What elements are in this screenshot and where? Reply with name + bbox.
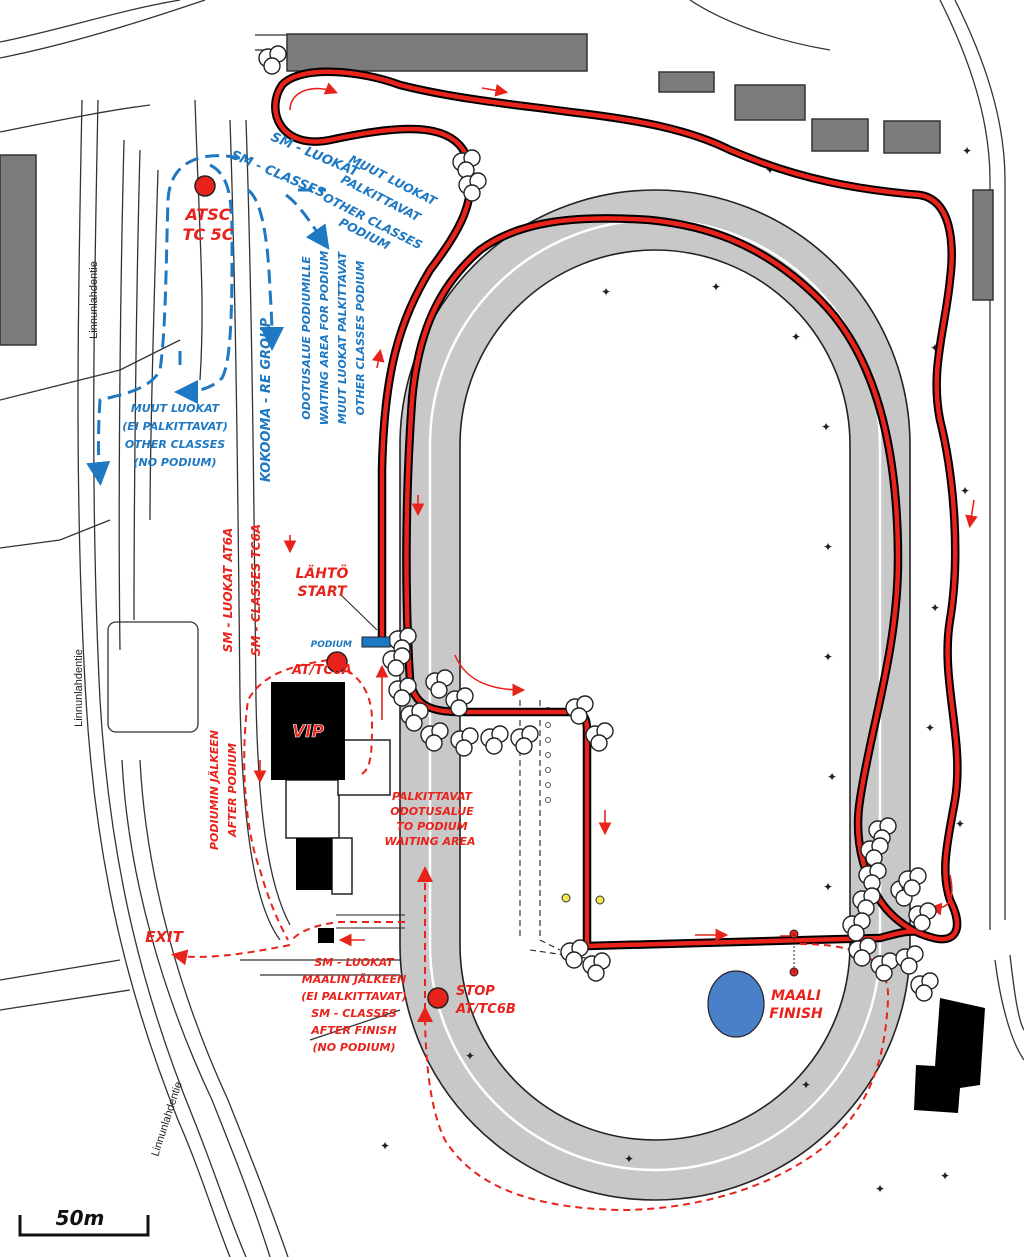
dark-buildings: [296, 838, 985, 1113]
service-buildings: [285, 739, 391, 895]
at6a-point: [326, 651, 348, 673]
sm-at6a-label: SM - LUOKAT AT6A: [221, 528, 235, 653]
sm-after-1: SM - LUOKAT: [314, 956, 395, 969]
svg-text:✦: ✦: [930, 601, 940, 615]
after-podium-1: PODIUMIN JÄLKEEN: [207, 730, 221, 850]
at6a-label: AT/TC6A: [291, 663, 352, 678]
podium-wait-2: ODOTUSALUE: [390, 805, 474, 818]
atsc-label-1: ATSC: [183, 205, 230, 224]
scale-bar: 50m: [18, 1206, 150, 1237]
oval-track: [399, 189, 911, 1201]
atsc-label-2: TC 5C: [182, 225, 233, 244]
start-label-1: LÄHTÖ: [296, 564, 349, 582]
scale-label: 50m: [56, 1206, 105, 1230]
sm-after-5: AFTER FINISH: [310, 1024, 396, 1037]
svg-text:✦: ✦: [765, 163, 775, 177]
street-label-2: Linnunlahdentie: [73, 649, 85, 727]
svg-text:✦: ✦: [930, 341, 940, 355]
street-label-1: Linnunlahdentie: [88, 261, 100, 339]
svg-text:✦: ✦: [827, 770, 837, 784]
finish-label-1: MAALI: [771, 988, 821, 1004]
red-labels: ATSC TC 5C LÄHTÖ START AT/TC6A STOP AT/T…: [145, 205, 823, 1054]
muut-np-4: (NO PODIUM): [134, 456, 217, 469]
svg-text:✦: ✦: [925, 721, 935, 735]
blue-labels: PODIUM SM - LUOKAT SM - CLASSES MUUT LUO…: [122, 130, 439, 650]
track-stars: ✦ ✦ ✦ ✦ ✦ ✦ ✦ ✦ ✦ ✦ ✦ ✦ ✦ ✦ ✦ ✦ ✦ ✦ ✦ ✦ ✦: [380, 144, 972, 1196]
svg-text:✦: ✦: [960, 484, 970, 498]
stop-label-1: STOP: [456, 984, 495, 999]
svg-text:✦: ✦: [624, 1152, 634, 1166]
odotus-4: OTHER CLASSES PODIUM: [354, 261, 367, 416]
podium-wait-4: WAITING AREA: [384, 835, 475, 848]
dashed-red-routes: [171, 659, 890, 1212]
waiting-routes: [86, 154, 330, 486]
finish-label-2: FINISH: [769, 1006, 823, 1022]
odotus-3: MUUT LUOKAT PALKITTAVAT: [336, 250, 349, 424]
svg-text:✦: ✦: [962, 144, 972, 158]
control-points: [194, 175, 449, 1009]
odotus-2: WAITING AREA FOR PODIUM: [318, 251, 331, 426]
svg-text:✦: ✦: [465, 1049, 475, 1063]
yellow-markers: [561, 893, 605, 905]
atsc-point: [194, 175, 216, 197]
svg-text:✦: ✦: [711, 280, 721, 294]
after-podium-2: AFTER PODIUM: [226, 743, 239, 838]
sm-after-4: SM - CLASSES: [311, 1007, 397, 1020]
svg-text:✦: ✦: [821, 420, 831, 434]
svg-text:✦: ✦: [940, 1169, 950, 1183]
sm-after-6: (NO PODIUM): [313, 1041, 396, 1054]
svg-text:✦: ✦: [601, 285, 611, 299]
vip-building: VIP: [271, 682, 345, 780]
buildings: [0, 33, 994, 797]
stage-route-red: [273, 69, 960, 949]
regroup-label: KOKOOMA - RE GROUP: [259, 317, 274, 482]
finish-markers: [789, 929, 799, 977]
svg-text:✦: ✦: [823, 880, 833, 894]
muut-np-1: MUUT LUOKAT: [131, 402, 221, 415]
odotus-1: ODOTUSALUE PODIUMILLE: [300, 256, 313, 420]
podium-wait-1: PALKITTAVAT: [392, 790, 474, 803]
sm-after-3: (EI PALKITTAVAT): [301, 990, 407, 1003]
sm-tc6a-label: SM - CLASSES TC6A: [249, 524, 263, 656]
podium-wait-3: TO PODIUM: [396, 820, 467, 833]
svg-text:✦: ✦: [823, 650, 833, 664]
svg-text:✦: ✦: [801, 1078, 811, 1092]
svg-text:✦: ✦: [823, 540, 833, 554]
podium-marker: [361, 636, 391, 648]
muut-np-2: (EI PALKITTAVAT): [122, 420, 228, 433]
svg-text:✦: ✦: [875, 1182, 885, 1196]
podium-label: PODIUM: [311, 640, 352, 650]
start-label-2: START: [297, 584, 348, 600]
stop-label-2: AT/TC6B: [455, 1002, 516, 1017]
muut-np-3: OTHER CLASSES: [125, 438, 225, 451]
sm-after-2: MAALIN JÄLKEEN: [302, 972, 406, 986]
pond: [707, 970, 765, 1038]
svg-text:✦: ✦: [791, 330, 801, 344]
svg-text:✦: ✦: [380, 1139, 390, 1153]
exit-label: EXIT: [145, 928, 184, 946]
stop-point: [427, 987, 449, 1009]
vip-label: VIP: [292, 722, 324, 742]
svg-text:✦: ✦: [955, 817, 965, 831]
